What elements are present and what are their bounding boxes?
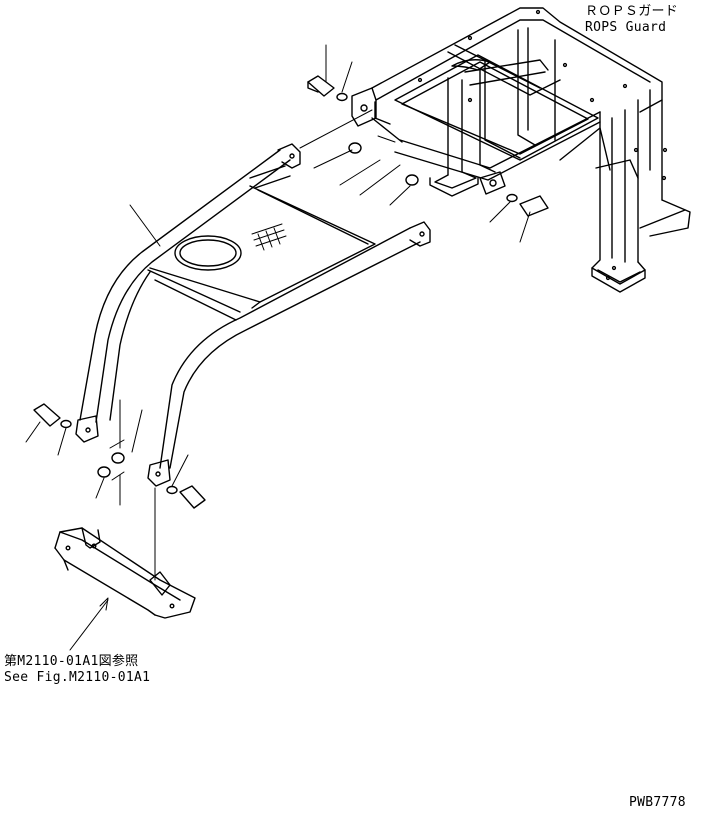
drawing-code: PWB7778 <box>629 795 686 810</box>
fasteners <box>34 76 548 508</box>
title-japanese: ＲＯＰＳガード <box>585 4 679 19</box>
rops-rear-frame <box>352 8 690 292</box>
rops-front-frame <box>76 144 430 486</box>
reference-english: See Fig.M2110-01A1 <box>4 670 151 685</box>
title-english: ROPS Guard <box>585 20 667 35</box>
lower-mount-bracket <box>55 528 195 618</box>
leader-lines <box>26 45 530 650</box>
reference-japanese: 第M2110-01A1図参照 <box>4 654 139 669</box>
